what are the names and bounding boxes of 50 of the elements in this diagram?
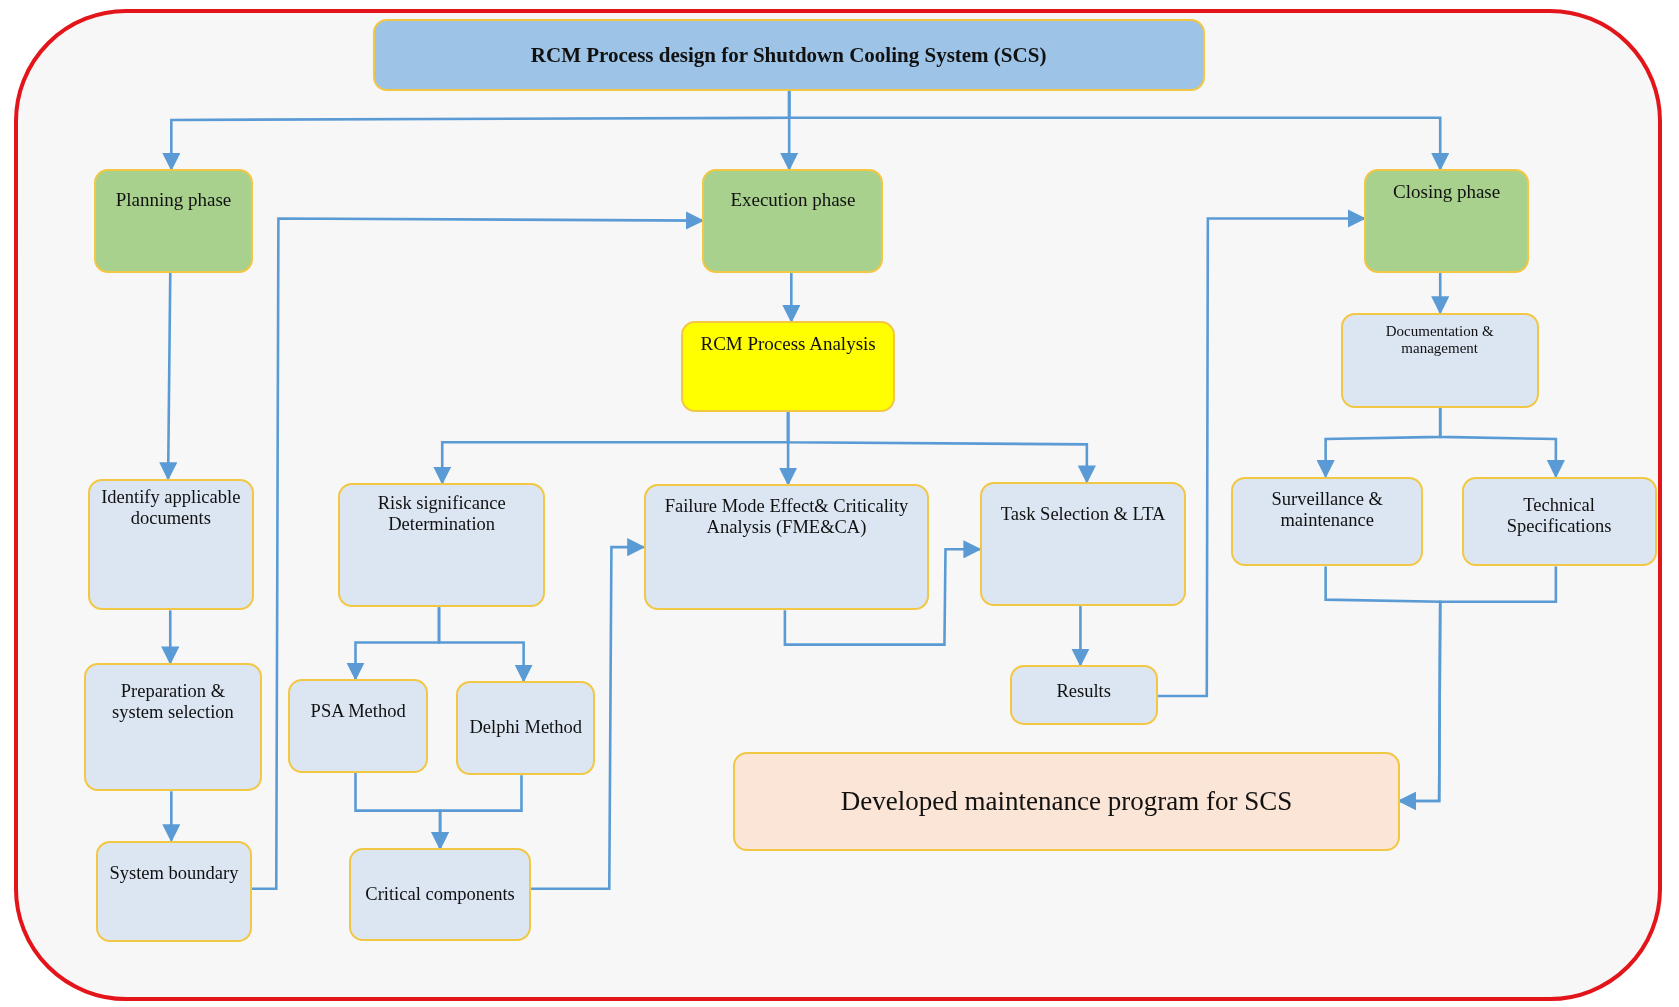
arrow: [1438, 407, 1565, 479]
node-label: Delphi Method: [469, 717, 582, 739]
arrow: [431, 775, 523, 850]
node-label: Surveillance & maintenance: [1270, 488, 1384, 532]
process-box: [338, 482, 545, 608]
node-label: Documentation & management: [1384, 322, 1495, 358]
phase-box: [94, 169, 253, 274]
process-box: [1461, 476, 1657, 567]
node-label: Technical Specifications: [1505, 494, 1613, 538]
result-box: [733, 751, 1400, 852]
node-label: Preparation & system selection: [111, 680, 235, 724]
arrow: [786, 412, 1096, 484]
phase-box: [702, 169, 884, 274]
phase-box: [1364, 169, 1530, 274]
process-box: [1009, 664, 1158, 725]
node-label: RCM Process design for Shutdown Cooling System (SCS): [530, 43, 1047, 68]
node-label: Execution phase: [730, 189, 856, 211]
analysis-box: [681, 321, 896, 413]
arrow: [1157, 209, 1366, 698]
process-box: [456, 681, 596, 776]
arrow: [162, 791, 181, 843]
arrow: [161, 610, 180, 665]
process-box: [1340, 312, 1539, 408]
arrow: [1431, 273, 1450, 315]
node-label: Identify applicable documents: [100, 486, 242, 530]
node-label: Failure Mode Effect& Criticality Analysis (FME&CA): [663, 496, 910, 539]
process-box: [643, 484, 930, 611]
arrow: [159, 273, 178, 481]
arrow: [787, 91, 1450, 171]
process-box: [979, 481, 1187, 607]
process-box: [288, 678, 429, 774]
process-box: [83, 662, 263, 792]
node-label: Task Selection & LTA: [1000, 503, 1166, 526]
node-label: Planning phase: [115, 189, 232, 211]
arrow: [1071, 606, 1090, 667]
node-label: Results: [1056, 680, 1111, 703]
title-box: [372, 19, 1205, 91]
node-label: PSA Method: [310, 700, 406, 723]
node-label: Critical components: [365, 884, 515, 906]
node-label: RCM Process Analysis: [700, 333, 876, 356]
process-box: [1231, 476, 1424, 567]
arrow: [782, 273, 801, 324]
process-box: [349, 848, 532, 942]
node-label: Risk significance Determination: [376, 492, 507, 536]
process-box: [96, 840, 252, 943]
arrow: [437, 607, 533, 683]
node-label: Closing phase: [1393, 181, 1501, 203]
node-label: System boundary: [109, 862, 239, 884]
process-box: [87, 478, 254, 611]
node-label: Developed maintenance program for SCS: [840, 785, 1293, 817]
